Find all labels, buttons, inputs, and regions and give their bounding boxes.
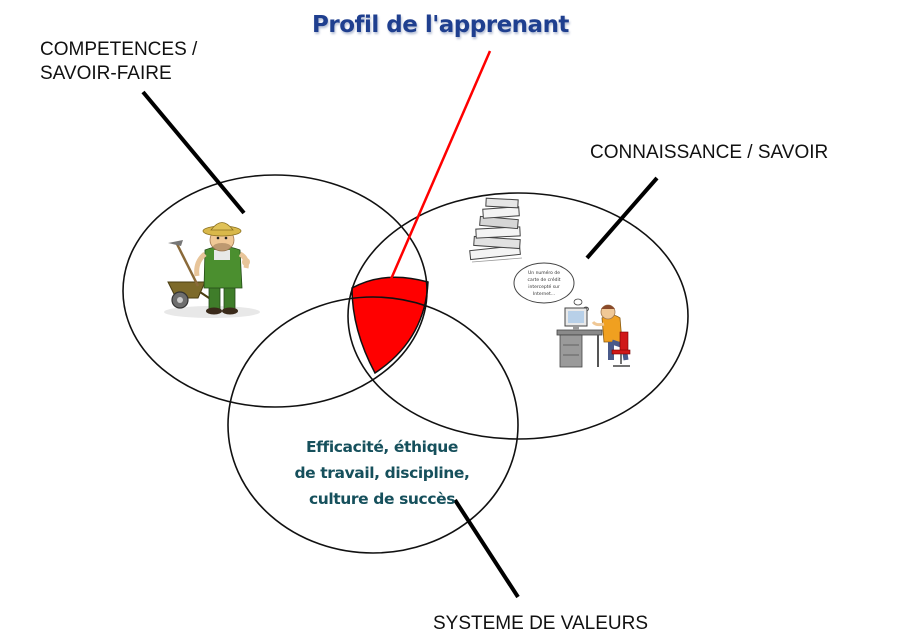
valeurs-label: SYSTEME DE VALEURS	[433, 613, 649, 634]
valeurs-pointer-line	[453, 498, 520, 599]
thought-bubble-line: Internet...	[533, 291, 555, 297]
competences-label-line: SAVOIR-FAIRE	[40, 63, 172, 84]
values-description-line: Efficacité, éthique	[305, 438, 459, 456]
triple-intersection-region	[351, 276, 429, 375]
gardener-with-wheelbarrow-icon	[164, 222, 260, 318]
thought-bubble: Un numéro de carte de crédit intercepté …	[513, 262, 589, 312]
thought-bubble-line: intercepté sur	[528, 283, 560, 290]
diagram-title: Profil de l'apprenant	[312, 12, 569, 38]
values-description: Efficacité, éthique de travail, discipli…	[262, 434, 502, 512]
connaissance-circle	[347, 192, 689, 440]
competences-label: COMPETENCES / SAVOIR-FAIRE	[40, 38, 197, 86]
competences-label-line: COMPETENCES /	[40, 39, 198, 60]
competences-circle	[122, 174, 428, 408]
values-description-line: de travail, discipline,	[294, 464, 470, 482]
thought-bubble-line: carte de crédit	[528, 276, 561, 283]
book-stack-icon	[469, 197, 523, 263]
values-description-line: culture de succès	[308, 490, 456, 508]
person-at-computer-icon	[556, 304, 631, 368]
profile-pointer-line	[383, 50, 492, 294]
thought-bubble-line: Un numéro de	[528, 269, 560, 276]
connaissance-pointer-line	[585, 176, 659, 260]
valeurs-circle	[227, 296, 519, 554]
competences-pointer-line	[141, 90, 246, 215]
connaissance-label: CONNAISSANCE / SAVOIR	[590, 142, 829, 163]
